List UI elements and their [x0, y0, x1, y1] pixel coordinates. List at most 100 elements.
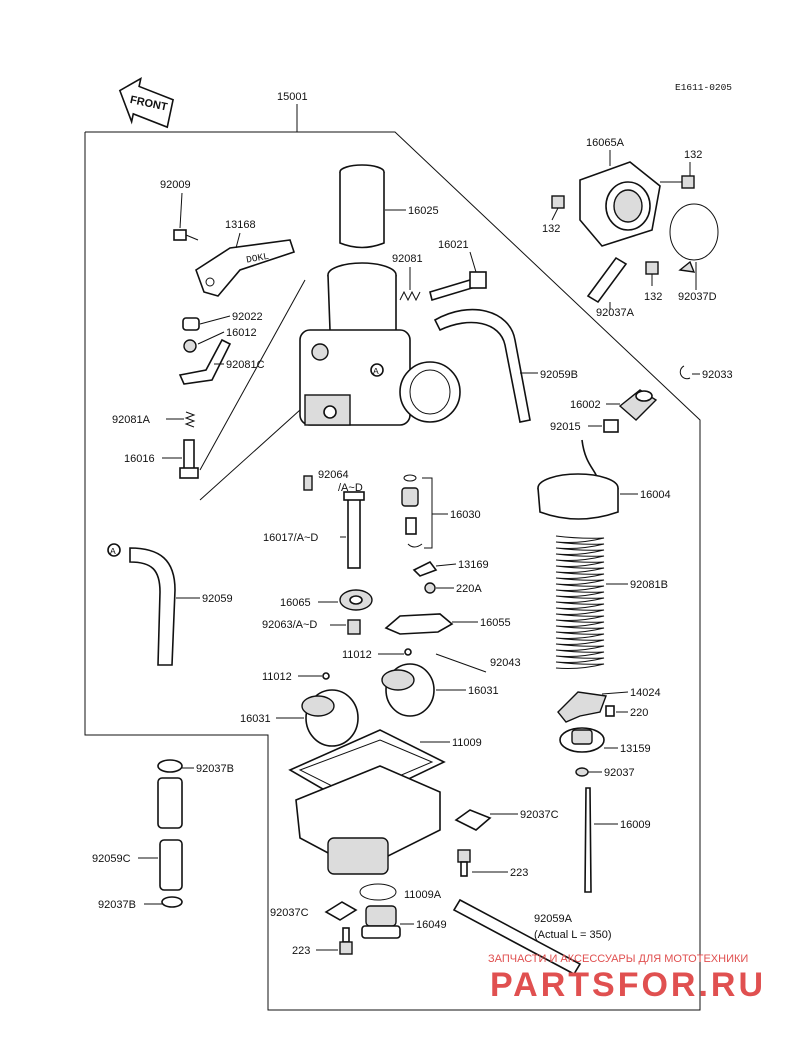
jet-92063: [347, 619, 361, 635]
bracket-14024: [557, 691, 607, 723]
screw-220: [605, 705, 615, 717]
screw-132-left: [551, 195, 565, 209]
label-92037D: 92037D: [678, 291, 717, 303]
label-220: 220: [630, 707, 648, 719]
label-92037C-lower: 92037C: [270, 907, 309, 919]
screw-16016: [179, 439, 199, 479]
label-16012: 16012: [226, 327, 257, 339]
tab-92037C-upper: [454, 809, 492, 831]
label-16049: 16049: [416, 919, 447, 931]
label-11012-right: 11012: [342, 649, 372, 661]
screw-223-lower: [339, 927, 353, 955]
screw-223-upper: [457, 849, 471, 877]
label-92043: 92043: [490, 657, 521, 669]
plug-16049: [361, 905, 401, 939]
screw-92064: [303, 475, 313, 491]
label-132-top: 132: [684, 149, 702, 161]
float-bowl: [288, 729, 446, 875]
label-132-left: 132: [542, 223, 560, 235]
label-92059A: 92059A: [534, 913, 573, 925]
label-13168: 13168: [225, 219, 256, 231]
label-92037C-upper: 92037C: [520, 809, 559, 821]
plug-11012-left: [322, 672, 330, 680]
cap-92022: [182, 317, 200, 331]
label-92081C: 92081C: [226, 359, 265, 371]
throttle-cap-16025: [339, 164, 385, 249]
part-16002: [618, 389, 658, 421]
assembly-outline: [84, 131, 701, 1011]
label-92022: 92022: [232, 311, 263, 323]
strap-92037A: [586, 256, 628, 304]
label-223-upper: 223: [510, 867, 528, 879]
label-16016: 16016: [124, 453, 155, 465]
screw-220A: [424, 582, 436, 594]
label-92015: 92015: [550, 421, 581, 433]
label-92081A: 92081A: [112, 414, 151, 426]
pin-92043: [435, 653, 487, 673]
screw-16021: [429, 271, 487, 302]
tab-92037C-lower: [324, 901, 358, 921]
label-16021: 16021: [438, 239, 469, 251]
watermark-brand: PARTSFOR.RU: [490, 966, 766, 1004]
carburetor-body: [299, 262, 461, 426]
hose-92059: A: [107, 543, 176, 666]
screw-132-bottom: [645, 261, 659, 275]
part-16012: [183, 339, 197, 353]
label-16065: 16065: [280, 597, 311, 609]
assembly-label: 15001: [277, 91, 308, 103]
label-92081B: 92081B: [630, 579, 668, 591]
washer-16065: [339, 589, 373, 611]
label-132-bottom: 132: [644, 291, 662, 303]
float-16031-left: [301, 689, 359, 747]
label-16065A: 16065A: [586, 137, 625, 149]
label-11009A: 11009A: [404, 889, 442, 901]
plug-11012-right: [404, 648, 412, 656]
intake-16065A: [579, 161, 661, 247]
label-92063: 92063/A~D: [262, 619, 317, 631]
plate-16055: [384, 613, 454, 635]
clip-92033: [679, 365, 691, 380]
label-92037: 92037: [604, 767, 635, 779]
label-92059C: 92059C: [92, 853, 131, 865]
label-16031-left: 16031: [240, 713, 271, 725]
label-92059A-length: (Actual L = 350): [534, 929, 612, 941]
reference-code: E1611-0205: [675, 82, 732, 93]
oring-11009A: [359, 883, 397, 901]
svg-text:A: A: [110, 546, 116, 557]
label-92009: 92009: [160, 179, 191, 191]
label-92033: 92033: [702, 369, 733, 381]
needle-16009: [584, 787, 592, 893]
label-92037A: 92037A: [596, 307, 635, 319]
label-220A: 220A: [456, 583, 482, 595]
part-13159: [559, 727, 605, 753]
label-16009: 16009: [620, 819, 651, 831]
spring-92081A: [184, 411, 196, 428]
label-11012-left: 11012: [262, 671, 292, 683]
spring-92081B: [555, 535, 605, 669]
clip-13169: [412, 560, 438, 577]
hose-group-92059C: [157, 759, 183, 908]
top-cap-16004: [537, 439, 619, 520]
spring-92081: [399, 290, 421, 302]
hose-92059A: [452, 898, 582, 976]
hose-92059B: [433, 308, 531, 423]
label-16025: 16025: [408, 205, 439, 217]
float-16031-right: [381, 663, 435, 717]
label-223-lower: 223: [292, 945, 310, 957]
label-92064-variants: /A~D: [338, 482, 363, 494]
label-92059B: 92059B: [540, 369, 578, 381]
label-13159: 13159: [620, 743, 651, 755]
screw-92009: [173, 229, 199, 241]
clamp-92037D: [669, 203, 719, 273]
screw-132-top: [660, 175, 695, 189]
jet-needle-16030: [401, 474, 423, 548]
label-16004: 16004: [640, 489, 671, 501]
label-92037B-upper: 92037B: [196, 763, 234, 775]
label-92081: 92081: [392, 253, 423, 265]
washer-92037: [575, 767, 589, 777]
label-14024: 14024: [630, 687, 661, 699]
label-16031-right: 16031: [468, 685, 499, 697]
label-16030: 16030: [450, 509, 481, 521]
marker-a-body: A: [370, 363, 384, 377]
